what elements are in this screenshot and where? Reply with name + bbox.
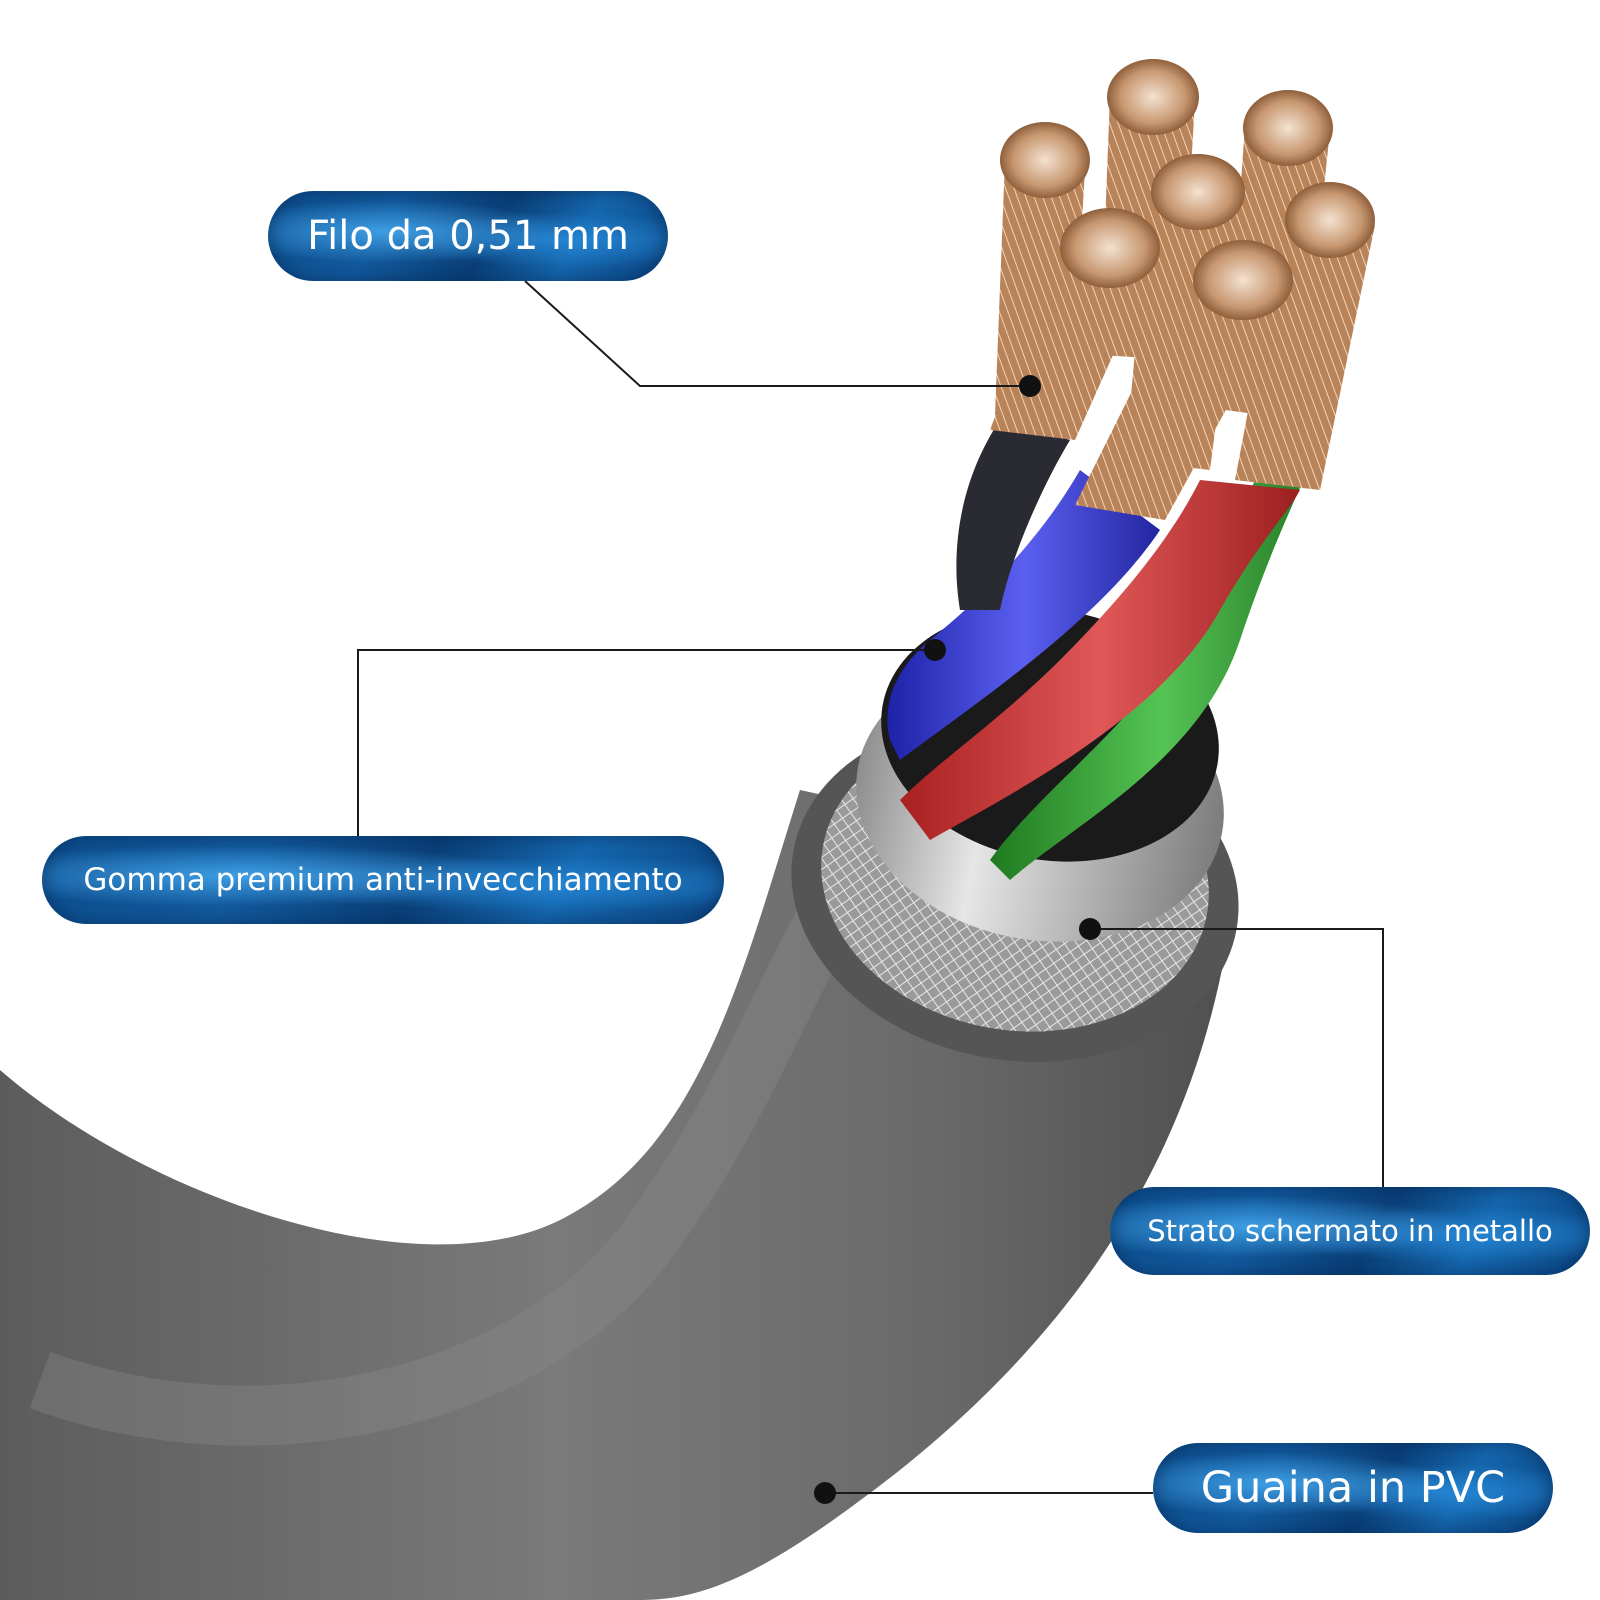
- red-wire: [900, 480, 1300, 840]
- leader-lines: [357, 280, 1384, 1494]
- label-rubber: Gomma premium anti-invecchiamento: [42, 836, 724, 924]
- leader-dot-pvc: [814, 1482, 836, 1504]
- leader-line-shield: [1090, 928, 1384, 1187]
- jacket-highlight: [29, 844, 886, 1446]
- leader-line-rubber: [357, 649, 935, 836]
- label-wire: Filo da 0,51 mm: [268, 191, 668, 281]
- label-pvc: Guaina in PVC: [1153, 1443, 1553, 1533]
- copper-strand-ends: [1000, 59, 1375, 320]
- black-wire: [956, 420, 1070, 610]
- blue-wire: [887, 470, 1160, 760]
- label-shield-text: Strato schermato in metallo: [1147, 1214, 1553, 1248]
- leader-line-wire: [524, 280, 1030, 387]
- leader-dot-wire: [1019, 375, 1041, 397]
- label-shield: Strato schermato in metallo: [1110, 1187, 1590, 1275]
- leader-dot-shield: [1079, 918, 1101, 940]
- leader-dot-rubber: [924, 639, 946, 661]
- label-wire-text: Filo da 0,51 mm: [307, 213, 629, 259]
- label-rubber-text: Gomma premium anti-invecchiamento: [83, 862, 683, 898]
- label-pvc-text: Guaina in PVC: [1200, 1463, 1506, 1513]
